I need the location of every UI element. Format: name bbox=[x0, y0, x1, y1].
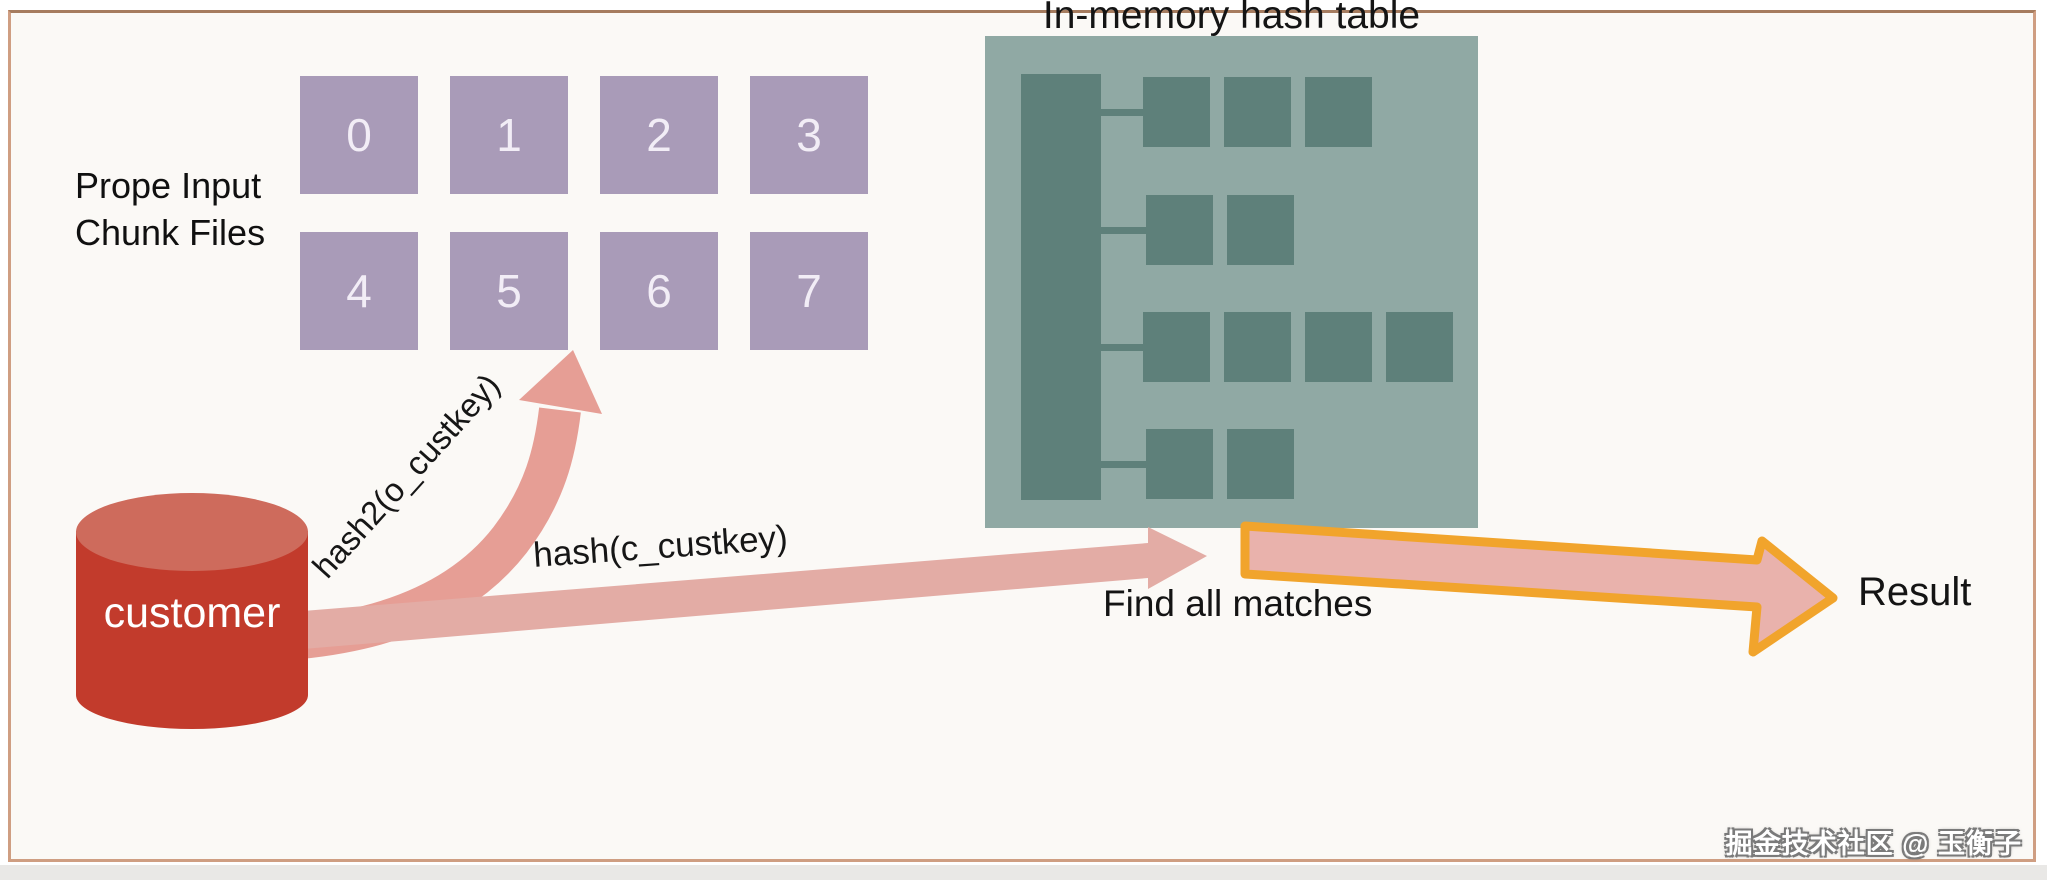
chunk-box-1: 1 bbox=[450, 76, 568, 194]
bucket-2-entry-3 bbox=[1386, 312, 1453, 382]
bucket-2-entry-1 bbox=[1224, 312, 1291, 382]
bucket-1-entry-1 bbox=[1227, 195, 1294, 265]
chunk-box-5: 5 bbox=[450, 232, 568, 350]
bucket-0-connector bbox=[1101, 109, 1143, 116]
bucket-0-entry-1 bbox=[1224, 77, 1291, 147]
bucket-0-entry-0 bbox=[1143, 77, 1210, 147]
bucket-3-entry-1 bbox=[1227, 429, 1294, 499]
chunk-box-3: 3 bbox=[750, 76, 868, 194]
bucket-3-entry-0 bbox=[1146, 429, 1213, 499]
find-all-matches-label: Find all matches bbox=[1103, 583, 1373, 624]
probe-input-label-line2: Chunk Files bbox=[75, 211, 266, 253]
hash-table-panel bbox=[985, 36, 1478, 528]
bucket-1-entry-0 bbox=[1146, 195, 1213, 265]
customer-database: customer bbox=[76, 493, 308, 729]
chunk-box-2: 2 bbox=[600, 76, 718, 194]
bottom-strip bbox=[0, 865, 2047, 880]
hash-bucket-array bbox=[1021, 74, 1101, 500]
chunk-box-0: 0 bbox=[300, 76, 418, 194]
bucket-3-connector bbox=[1101, 461, 1146, 468]
customer-label: customer bbox=[103, 589, 281, 637]
bucket-2-entry-2 bbox=[1305, 312, 1372, 382]
chunk-box-6: 6 bbox=[600, 232, 718, 350]
bucket-2-connector bbox=[1101, 344, 1143, 351]
chunk-box-7: 7 bbox=[750, 232, 868, 350]
bucket-0-entry-2 bbox=[1305, 77, 1372, 147]
bucket-1-connector bbox=[1101, 227, 1146, 234]
cylinder-top bbox=[76, 493, 308, 571]
diagram-title: In-memory hash table bbox=[1042, 0, 1421, 37]
result-label: Result bbox=[1858, 570, 1972, 614]
bucket-2-entry-0 bbox=[1143, 312, 1210, 382]
probe-input-label: Prope Input Chunk Files bbox=[75, 163, 265, 257]
chunk-box-4: 4 bbox=[300, 232, 418, 350]
probe-input-label-line1: Prope Input bbox=[75, 165, 262, 206]
watermark: 掘金技术社区 @ 玉衡子 bbox=[1725, 829, 2022, 859]
